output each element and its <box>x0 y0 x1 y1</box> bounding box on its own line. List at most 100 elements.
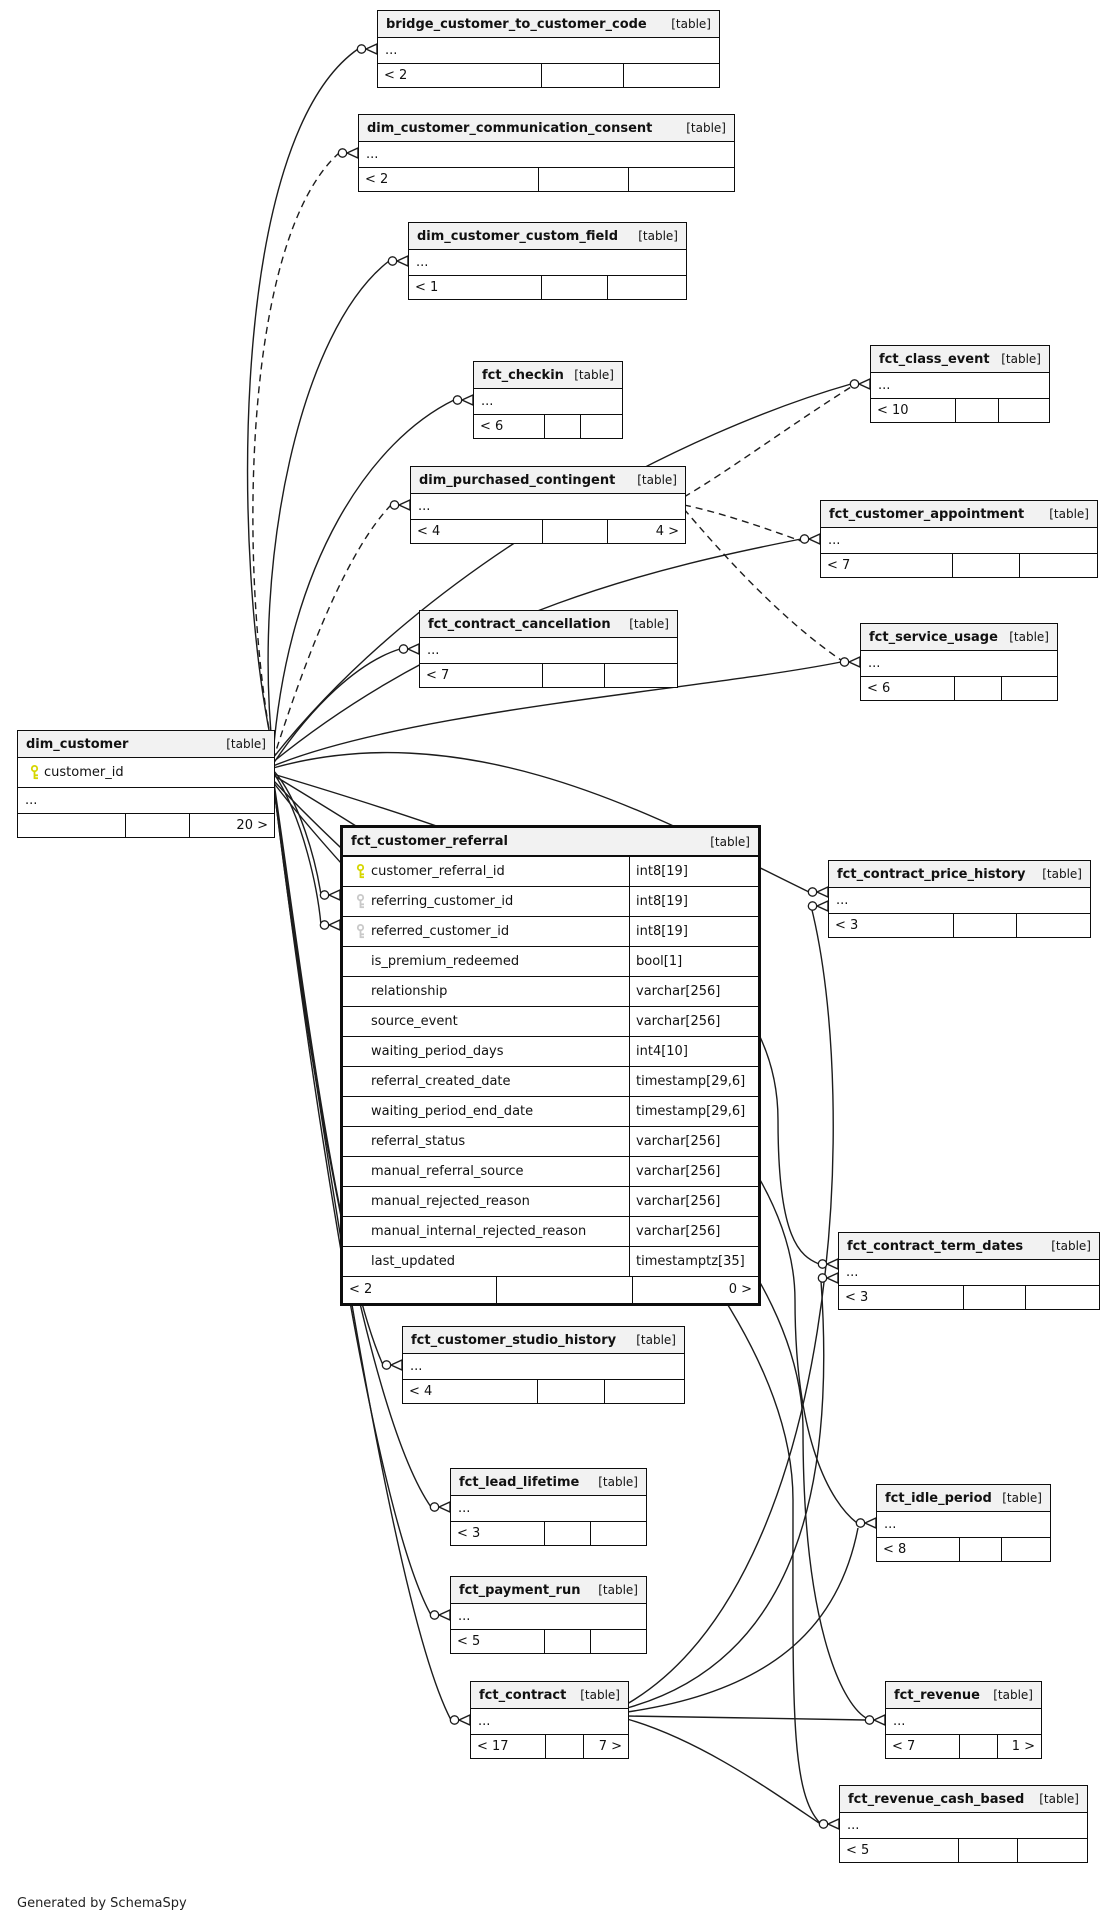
rel-dimcustomer-bridge <box>246 48 359 751</box>
table-name[interactable]: fct_customer_referral <box>351 834 508 849</box>
table-fct_customer_studio_history[interactable]: fct_customer_studio_history [table] ... … <box>402 1326 685 1404</box>
footer-mid <box>538 1380 606 1403</box>
table-fct_revenue_cash_based[interactable]: fct_revenue_cash_based [table] ... < 5 <box>839 1785 1088 1863</box>
column-row-customer_id[interactable]: customer_id <box>18 758 274 788</box>
column-name: referring_customer_id <box>371 894 514 909</box>
rel-contract-idleperiod <box>626 1527 859 1713</box>
table-name[interactable]: fct_revenue <box>894 1687 980 1703</box>
table-name[interactable]: dim_purchased_contingent <box>419 472 616 488</box>
table-fct_idle_period[interactable]: fct_idle_period [table] ... < 8 <box>876 1484 1051 1562</box>
table-fct_class_event[interactable]: fct_class_event [table] ... < 10 <box>870 345 1050 423</box>
table-name[interactable]: fct_contract_price_history <box>837 866 1026 882</box>
footer-incoming: < 7 <box>821 554 954 577</box>
table-name[interactable]: fct_payment_run <box>459 1582 581 1598</box>
footer-mid <box>497 1277 634 1303</box>
table-name[interactable]: fct_idle_period <box>885 1490 992 1506</box>
table-bridge_customer_to_customer_code[interactable]: bridge_customer_to_customer_code [table]… <box>377 10 720 88</box>
table-fct_contract_price_history[interactable]: fct_contract_price_history [table] ... <… <box>828 860 1091 938</box>
table-name[interactable]: fct_class_event <box>879 351 990 367</box>
column-row[interactable]: referral_status varchar[256] <box>343 1127 758 1157</box>
table-dim_customer_custom_field[interactable]: dim_customer_custom_field [table] ... < … <box>408 222 687 300</box>
table-fct_revenue[interactable]: fct_revenue [table] ... < 7 1 > <box>885 1681 1042 1759</box>
footer-mid <box>543 520 609 543</box>
table-name[interactable]: fct_lead_lifetime <box>459 1474 580 1490</box>
table-name[interactable]: fct_customer_studio_history <box>411 1332 617 1348</box>
rel-dimcustomer-customfield <box>267 260 390 755</box>
columns-ellipsis: ... <box>886 1709 1041 1735</box>
table-name[interactable]: fct_service_usage <box>869 629 998 645</box>
columns-ellipsis: ... <box>403 1354 684 1380</box>
table-tag: [table] <box>671 17 711 31</box>
table-fct_payment_run[interactable]: fct_payment_run [table] ... < 5 <box>450 1576 647 1654</box>
table-header: dim_customer_communication_consent [tabl… <box>359 115 734 142</box>
table-name[interactable]: dim_customer <box>26 736 129 752</box>
table-dim_customer_communication_consent[interactable]: dim_customer_communication_consent [tabl… <box>358 114 735 192</box>
table-header: fct_customer_referral [table] <box>343 828 758 857</box>
table-header: bridge_customer_to_customer_code [table] <box>378 11 719 38</box>
footer-outgoing <box>624 64 720 87</box>
table-name[interactable]: fct_revenue_cash_based <box>848 1791 1025 1807</box>
table-fct_customer_appointment[interactable]: fct_customer_appointment [table] ... < 7 <box>820 500 1098 578</box>
table-footer: < 5 <box>451 1630 646 1653</box>
column-name: referral_status <box>371 1134 466 1149</box>
table-header: dim_customer [table] <box>18 731 274 758</box>
table-footer: < 8 <box>877 1538 1050 1561</box>
footer-outgoing <box>1026 1286 1099 1309</box>
columns-ellipsis: ... <box>840 1813 1087 1839</box>
table-name[interactable]: fct_contract <box>479 1687 567 1703</box>
table-name[interactable]: fct_contract_cancellation <box>428 616 611 632</box>
footer-incoming <box>18 814 126 837</box>
table-fct_contract_term_dates[interactable]: fct_contract_term_dates [table] ... < 3 <box>838 1232 1100 1310</box>
table-dim_purchased_contingent[interactable]: dim_purchased_contingent [table] ... < 4… <box>410 466 686 544</box>
table-fct_service_usage[interactable]: fct_service_usage [table] ... < 6 <box>860 623 1058 701</box>
table-fct_customer_referral[interactable]: fct_customer_referral [table] customer_r… <box>340 825 761 1306</box>
rel-dimcustomer-appointment <box>272 538 802 763</box>
footer-mid <box>546 1735 585 1758</box>
table-fct_contract[interactable]: fct_contract [table] ... < 17 7 > <box>470 1681 629 1759</box>
table-header: fct_customer_studio_history [table] <box>403 1327 684 1354</box>
footer-mid <box>545 1522 592 1545</box>
table-name[interactable]: fct_contract_term_dates <box>847 1238 1024 1254</box>
table-fct_checkin[interactable]: fct_checkin [table] ... < 6 <box>473 361 623 439</box>
table-name[interactable]: fct_customer_appointment <box>829 506 1025 522</box>
column-type: varchar[256] <box>629 1127 758 1156</box>
table-dim_customer[interactable]: dim_customer [table] customer_id ... 20 … <box>17 730 275 838</box>
table-name[interactable]: dim_customer_communication_consent <box>367 120 653 136</box>
table-footer: < 10 <box>871 399 1049 422</box>
footer-outgoing <box>1020 554 1097 577</box>
footer-mid <box>954 914 1017 937</box>
table-tag: [table] <box>636 1333 676 1347</box>
footer-outgoing <box>591 1522 646 1545</box>
table-name[interactable]: bridge_customer_to_customer_code <box>386 16 647 32</box>
footer-mid <box>955 677 1003 700</box>
columns-ellipsis: ... <box>18 788 274 814</box>
footer-outgoing <box>591 1630 646 1653</box>
table-footer: < 2 <box>378 64 719 87</box>
columns-ellipsis: ... <box>411 494 685 520</box>
table-name[interactable]: fct_checkin <box>482 367 564 383</box>
footer-outgoing: 4 > <box>655 524 679 539</box>
table-fct_lead_lifetime[interactable]: fct_lead_lifetime [table] ... < 3 <box>450 1468 647 1546</box>
table-tag: [table] <box>686 121 726 135</box>
table-fct_contract_cancellation[interactable]: fct_contract_cancellation [table] ... < … <box>419 610 678 688</box>
table-footer: 20 > <box>18 814 274 837</box>
columns-ellipsis: ... <box>420 638 677 664</box>
footer-mid <box>542 276 609 299</box>
primary-key-icon <box>349 864 371 879</box>
footer-mid <box>953 554 1020 577</box>
table-name[interactable]: dim_customer_custom_field <box>417 228 619 244</box>
